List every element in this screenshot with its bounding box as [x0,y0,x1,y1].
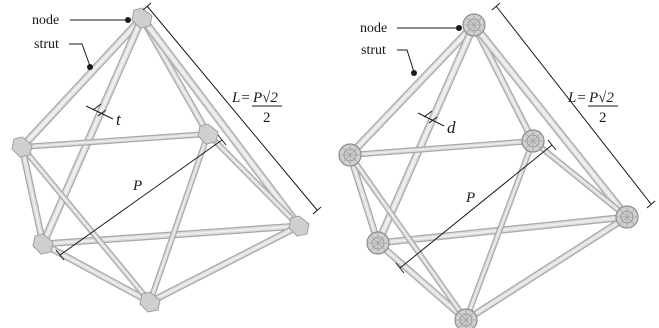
left-strut-bot-rl [146,222,303,306]
right-strut-leader [397,49,415,73]
right-thickness-symbol: d [447,118,456,137]
right-node-bot [454,308,478,328]
right-strut-group [346,21,631,324]
left-length-formula-denominator: 2 [263,110,271,126]
right-edge-dimension-tick-top [491,2,501,11]
right-strut-ru-rl [530,138,630,220]
right-node-ll [366,231,390,255]
left-strut-ll-lu [18,143,47,248]
left-thickness-tick-b [97,109,107,117]
left-diagonal-dimension-line [59,139,223,256]
left-node-rl [288,215,310,237]
left-edge-dimension-tick-top [142,2,152,11]
right-strut-bot-ll [374,239,470,324]
left-strut-bot-lu [19,144,153,305]
left-thickness-symbol: t [116,110,122,129]
left-strut-top-rl [138,14,303,230]
left-strut-label: strut [34,37,59,52]
left-strut-top-ll [39,14,146,248]
left-node-bot [139,291,161,313]
right-node-rl [615,205,639,229]
left-edge-dimension-tick-bottom [312,206,322,215]
left-strut-bot-ru [147,131,211,305]
left-octahedron-panel: P t node strut L= P√2 2 [11,2,322,313]
left-strut-marker-dot [87,64,93,70]
left-edge-dimension-line [146,5,318,211]
right-strut-marker-dot [411,70,417,76]
left-node-group [11,7,310,313]
right-strut-bot-rl [462,213,631,324]
left-node-marker-dot [125,17,131,23]
right-node-group [338,13,639,328]
right-node-label: node [360,21,387,36]
right-strut-label: strut [361,43,386,58]
right-strut-bot-ru [463,138,536,323]
left-strut-top-lu [18,14,146,151]
right-length-formula-numerator: P√2 [588,90,614,106]
right-thickness-leader [417,112,445,127]
right-strut-top-rl [470,21,631,221]
left-node-ll [32,233,54,255]
left-strut-bot-ll [39,240,154,306]
left-diagonal-dimension-tick-a [55,249,65,261]
left-strut-leader [69,43,91,67]
right-length-formula-lhs: L= [567,90,586,106]
left-diagonal-label: P [132,178,142,194]
left-strut-ru-rl [205,131,302,229]
left-thickness-leader [85,105,114,120]
right-node-lu [338,143,362,167]
right-edge-dimension-tick-bottom [646,200,656,209]
left-node-top [131,7,153,29]
left-strut-group [18,14,303,306]
left-strut-lu-ru [19,131,211,150]
right-octahedron-panel: P d node strut L= P√2 2 [338,2,656,328]
right-strut-bot-lu [347,152,469,323]
right-length-formula-denominator: 2 [599,110,607,126]
left-diagonal-dimension-tick-b [217,134,227,146]
right-strut-ll-lu [346,151,382,247]
right-diagonal-dimension-tick-a [395,262,405,274]
left-thickness-tick-a [92,103,102,111]
right-strut-top-ll [374,21,478,247]
right-strut-top-lu [346,21,478,159]
right-node-marker-dot [456,25,462,31]
left-length-formula-numerator: P√2 [252,90,278,106]
right-edge-dimension-line [495,5,652,205]
right-diagonal-dimension-tick-b [547,139,557,151]
right-diagonal-label: P [465,190,475,206]
right-diagonal-dimension-line [399,144,553,269]
right-node-ru [521,129,545,153]
right-strut-lu-ru [347,138,536,158]
right-node-top [462,13,486,37]
right-strut-top-ru [470,21,537,145]
left-length-formula-lhs: L= [231,90,250,106]
left-node-label: node [32,13,59,28]
left-node-ru [197,123,219,145]
left-node-lu [11,136,33,158]
right-thickness-tick-a [423,110,433,118]
